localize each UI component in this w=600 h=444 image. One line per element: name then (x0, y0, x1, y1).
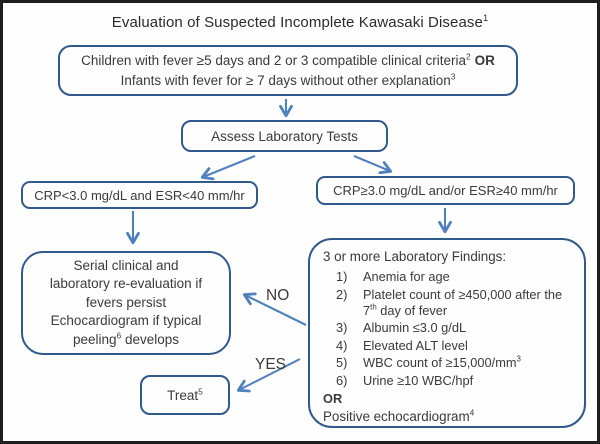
serial-line5-text: peeling (73, 331, 117, 347)
findings-list: 1) Anemia for age 2) Platelet count of ≥45… (323, 269, 562, 390)
serial-line4: Echocardiogram if typical (50, 313, 202, 329)
finding-2-number: 2) (336, 286, 348, 302)
finding-1-text: Anemia for age (363, 269, 450, 284)
findings-footer: Positive echocardiogram4 (323, 408, 474, 425)
entry-criteria-line2: Infants with fever for ≥ 7 days without … (121, 71, 456, 91)
page-title: Evaluation of Suspected Incomplete Kawas… (3, 13, 597, 31)
finding-4-number: 4) (336, 337, 348, 353)
treat-label-wrap: Treat5 (167, 386, 203, 403)
finding-3-text: Albumin ≤3.0 g/dL (363, 320, 467, 335)
finding-3-number: 3) (336, 320, 348, 335)
serial-line2: laboratory re-evaluation if (49, 276, 203, 292)
finding-5-superscript: 3 (516, 354, 521, 364)
list-item: 3) Albumin ≤3.0 g/dL (323, 320, 562, 336)
node-low-crp-esr: CRP<3.0 mg/dL and ESR<40 mm/hr (21, 181, 258, 209)
finding-4-text: Elevated ALT level (363, 337, 468, 353)
node-assess-laboratory-tests: Assess Laboratory Tests (181, 120, 388, 152)
entry-criteria-line1: Children with fever ≥5 days and 2 or 3 c… (81, 51, 495, 71)
finding-5-number: 5) (336, 355, 348, 370)
assess-label: Assess Laboratory Tests (211, 128, 358, 144)
node-high-crp-esr: CRP≥3.0 mg/dL and/or ESR≥40 mm/hr (316, 176, 575, 205)
findings-footer-text: Positive echocardiogram (323, 409, 470, 424)
findings-or-label: OR (323, 391, 343, 406)
finding-2-superscript: th (370, 302, 377, 312)
finding-2-line2: 7 (363, 302, 371, 318)
entry-criteria-or: OR (474, 52, 495, 68)
finding-6-number: 6) (336, 372, 348, 388)
finding-5-text: WBC count of ≥15,000/mm3 (363, 355, 562, 371)
entry-criteria-line1-text: Children with fever ≥5 days and 2 or 3 c… (81, 52, 466, 68)
arrow-assess-to-right-criteria (353, 155, 393, 175)
treat-label: Treat (167, 387, 199, 403)
serial-line3: fevers persist (85, 294, 167, 310)
high-crp-esr-label: CRP≥3.0 mg/dL and/or ESR≥40 mm/hr (333, 183, 558, 198)
entry-criteria-line2-superscript: 3 (450, 71, 456, 81)
node-laboratory-findings: 3 or more Laboratory Findings: 1) Anemia … (308, 238, 586, 428)
serial-line5: peeling6 develops (73, 331, 179, 350)
node-treat: Treat5 (140, 375, 230, 415)
finding-5-main: WBC count of ≥15,000/mm (363, 355, 517, 370)
finding-6-text: Urine ≥10 WBC/hpf (363, 372, 474, 388)
findings-heading: 3 or more Laboratory Findings: (323, 249, 507, 264)
list-item: 4) Elevated ALT level (323, 338, 562, 354)
serial-line1: Serial clinical and (73, 257, 179, 273)
treat-superscript: 5 (198, 386, 203, 396)
low-crp-esr-label: CRP<3.0 mg/dL and ESR<40 mm/hr (34, 187, 245, 203)
edge-label-yes: YES (255, 356, 287, 373)
list-item: 6) Urine ≥10 WBC/hpf (323, 373, 562, 389)
arrow-assess-to-left-criteria (200, 155, 256, 181)
page-title-text: Evaluation of Suspected Incomplete Kawas… (111, 14, 483, 31)
page-title-superscript: 1 (482, 13, 489, 23)
list-item: 1) Anemia for age (323, 269, 562, 285)
node-entry-criteria: Children with fever ≥5 days and 2 or 3 c… (58, 45, 518, 96)
finding-1-number: 1) (336, 269, 348, 284)
entry-criteria-line2-text: Infants with fever for ≥ 7 days without … (120, 72, 451, 88)
serial-line5-superscript: 6 (116, 330, 122, 341)
node-serial-reevaluation: Serial clinical and laboratory re-evalua… (21, 251, 231, 355)
entry-criteria-line1-superscript: 2 (465, 51, 471, 61)
finding-2-line1: Platelet count of ≥450,000 after the (363, 286, 563, 302)
list-item: 5) WBC count of ≥15,000/mm3 (323, 355, 562, 371)
edge-label-no: NO (266, 287, 290, 304)
finding-2-line2-post: day of fever (376, 302, 448, 318)
serial-line5-post: develops (121, 331, 179, 347)
findings-footer-superscript: 4 (469, 407, 475, 418)
